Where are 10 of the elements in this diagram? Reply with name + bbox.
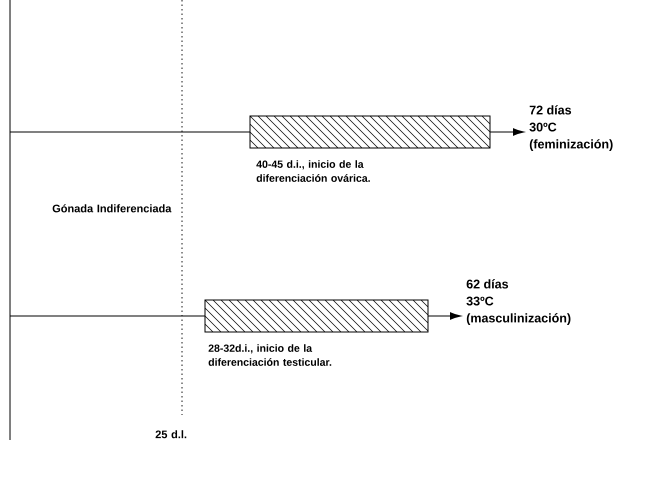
- label-text: 25 d.l.: [156, 430, 186, 438]
- arrow: [490, 128, 524, 136]
- hatched-bar: [250, 116, 490, 148]
- label-text: Gónada Indiferenciada: [52, 204, 172, 212]
- outcome-text: 72 días 30ºC (feminización): [529, 105, 613, 151]
- hatched-bar: [204, 300, 428, 332]
- bar-caption: 40-45 d.i., inicio de la diferenciación ovárica.: [256, 160, 370, 182]
- outcome-text: 62 días 33ºC (masculinización): [466, 279, 570, 325]
- arrow: [428, 312, 462, 320]
- bar-caption: 28-32d.i., inicio de la diferenciación testicular.: [208, 344, 332, 366]
